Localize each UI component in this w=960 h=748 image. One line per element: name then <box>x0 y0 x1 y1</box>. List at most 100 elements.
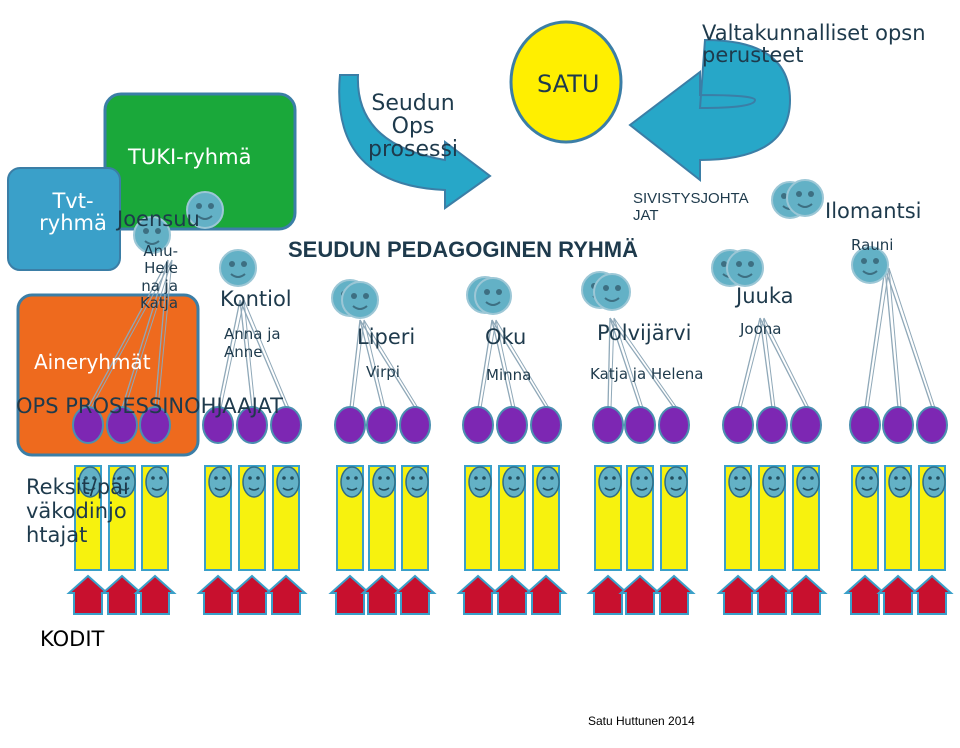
connector-lines <box>87 259 936 409</box>
pillar-face-eye <box>256 476 260 480</box>
tvt-group-box <box>7 167 121 271</box>
pedagoginen-ryhma-label: SEUDUN PEDAGOGINEN RYHMÄ <box>288 237 638 262</box>
member-circle <box>916 406 948 444</box>
pillar-face <box>762 466 786 498</box>
member-circle <box>236 406 268 444</box>
pillar-face-eye <box>282 476 286 480</box>
home-house <box>750 574 794 615</box>
member-circle <box>592 406 624 444</box>
connector-line <box>121 259 169 409</box>
municipality-name-liperi: Liperi <box>357 325 416 349</box>
home-house <box>586 574 630 615</box>
pillar-face-mouth <box>214 487 226 491</box>
person-face <box>726 249 764 287</box>
pillar-face <box>664 466 688 498</box>
pillar-face-mouth <box>604 487 616 491</box>
member-circle <box>202 406 234 444</box>
pillar-face-eye <box>644 476 648 480</box>
tuki-group-box <box>103 92 297 231</box>
aineryhmat-label: Aineryhmät <box>34 350 151 374</box>
person-face-eye <box>796 191 802 197</box>
pillar-face-eye <box>550 476 554 480</box>
connector-line <box>607 317 611 409</box>
person-face-mouth <box>797 203 813 208</box>
satu-circle <box>509 20 623 144</box>
person-face-eye <box>781 193 787 199</box>
connector-line <box>613 317 678 409</box>
pillar-face-eye <box>354 476 358 480</box>
person-face-eye <box>615 285 621 291</box>
municipality-name-juuka: Juuka <box>736 284 794 308</box>
connector-line <box>867 267 890 409</box>
member-circle <box>106 406 138 444</box>
municipality-name-polvijarvi: Polvijärvi <box>597 321 692 345</box>
home-house <box>524 574 568 615</box>
person-face-eye <box>808 191 814 197</box>
pillar-face-eye <box>214 476 218 480</box>
pillar-face-eye <box>802 476 806 480</box>
person-face-eye <box>721 261 727 267</box>
pillar-face <box>855 466 879 498</box>
tuki-label: TUKI-ryhmä <box>128 145 252 169</box>
person-face <box>341 281 379 319</box>
person-face <box>474 277 512 315</box>
pillar-face-eye <box>768 476 772 480</box>
pillar-face-mouth <box>474 487 486 491</box>
pillar-face-mouth <box>636 487 648 491</box>
person-face-eye <box>603 285 609 291</box>
member-circle <box>399 406 431 444</box>
connector-line <box>363 319 419 409</box>
person-face <box>219 249 257 287</box>
pillar-face-mouth <box>542 487 554 491</box>
connector-line <box>495 319 516 409</box>
connector-line <box>349 319 361 409</box>
person-face-mouth <box>604 297 620 302</box>
pillar-face <box>728 466 752 498</box>
pillar-face-eye <box>126 476 130 480</box>
connector-line <box>610 317 615 409</box>
person-face-eye <box>861 258 867 264</box>
pillar-face-eye <box>734 476 738 480</box>
pillar-face-mouth <box>861 487 873 491</box>
team-members <box>72 406 948 444</box>
home-house <box>716 574 760 615</box>
home-house <box>456 574 500 615</box>
municipality-name-ilomantsi: Ilomantsi <box>825 199 922 223</box>
person-face <box>593 273 631 311</box>
connector-line <box>363 319 386 409</box>
pillar-face <box>145 466 169 498</box>
member-circle <box>270 406 302 444</box>
pillar-face-eye <box>670 476 674 480</box>
pillar-face-eye <box>604 476 608 480</box>
person-face-mouth <box>144 240 160 245</box>
person-face-eye <box>196 203 202 209</box>
pillar-face-mouth <box>346 487 358 491</box>
member-circle <box>790 406 822 444</box>
pillar-face-eye <box>678 476 682 480</box>
pillar-face-eye <box>902 476 906 480</box>
pillar-face-eye <box>92 476 96 480</box>
pillar-face-eye <box>861 476 865 480</box>
connector-line <box>217 299 241 409</box>
pillar-face-mouth <box>928 487 940 491</box>
connector-line <box>763 317 810 409</box>
pillar-face-eye <box>419 476 423 480</box>
seudun-ops-label: Seudun Ops prosessi <box>368 91 459 163</box>
pillar-face-eye <box>508 476 512 480</box>
pillar-face-eye <box>411 476 415 480</box>
connector-line <box>359 319 383 409</box>
home-house <box>230 574 274 615</box>
municipality-person-juuka: Joona <box>740 320 782 338</box>
connector-line <box>491 319 547 409</box>
home-house <box>360 574 404 615</box>
home-house <box>133 574 177 615</box>
pillar-face <box>242 466 266 498</box>
member-circle <box>882 406 914 444</box>
connector-line <box>759 317 773 409</box>
municipality-person-joensuu: Anu- Hele na ja Katja <box>140 242 179 312</box>
pillar-face-eye <box>928 476 932 480</box>
pillar-face-mouth <box>768 487 780 491</box>
pillar-face-eye <box>869 476 873 480</box>
pillar-face-eye <box>222 476 226 480</box>
person-face-eye <box>484 289 490 295</box>
